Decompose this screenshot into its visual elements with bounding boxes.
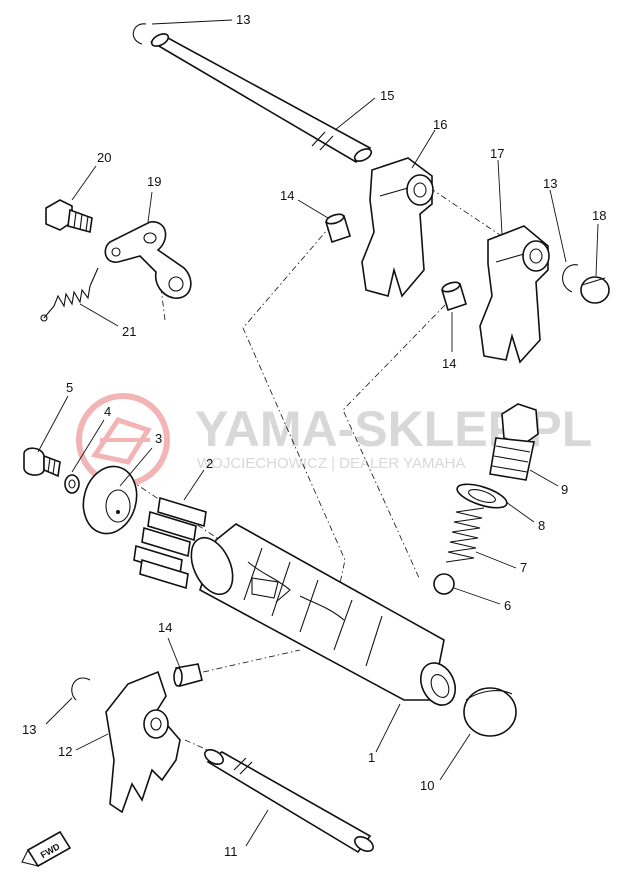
part-14-guide-pin-lower [173,663,203,687]
part-12-shift-fork [105,670,181,814]
part-6-ball [433,573,455,595]
part-14-guide-pin-upper [325,213,351,244]
part-13-circlip-top [132,23,147,45]
part-4-washer [64,474,80,494]
part-1-shift-drum [190,523,457,706]
callout-21: 21 [122,324,136,339]
part-9-plug-bolt [489,403,539,481]
part-19-stopper-lever [104,221,192,299]
part-20-bolt [45,199,93,234]
callout-1: 1 [368,750,375,765]
callout-12: 12 [58,744,72,759]
part-15-shift-fork-shaft [149,33,373,164]
part-3-segment-plate [82,465,138,535]
callout-13-top: 13 [236,12,250,27]
callout-2: 2 [206,456,213,471]
callout-10: 10 [420,778,434,793]
part-8-gasket [456,483,508,509]
callout-13-right: 13 [543,176,557,191]
part-21-spring [40,267,99,322]
callout-15: 15 [380,88,394,103]
callout-18: 18 [592,208,606,223]
part-10-plug [463,687,517,737]
part-7-spring [445,507,485,563]
part-11-shift-fork-shaft [204,748,374,854]
part-2-pins [133,496,207,590]
part-16-shift-fork [361,157,434,298]
callout-5: 5 [66,380,73,395]
callout-7: 7 [520,560,527,575]
leader-lines [37,19,599,847]
callout-17: 17 [490,146,504,161]
callout-3: 3 [155,431,162,446]
callout-16: 16 [433,117,447,132]
callout-11: 11 [224,844,238,859]
part-17-shift-fork [479,225,550,364]
callout-14-right: 14 [442,356,456,371]
part-13-circlip-lower [71,677,91,701]
part-18-plug [580,276,610,304]
callout-14-lower: 14 [158,620,172,635]
callout-13-lower: 13 [22,722,36,737]
callout-9: 9 [561,482,568,497]
callout-4: 4 [104,404,111,419]
part-5-screw [23,447,61,478]
callout-labels: 13 15 16 17 13 18 20 19 14 21 14 5 4 3 2… [22,12,606,859]
part-14-guide-pin-right [441,281,467,312]
watermark-subtitle: WOJCIECHOWICZ | DEALER YAMAHA [197,455,465,472]
callout-6: 6 [504,598,511,613]
callout-19: 19 [147,174,161,189]
callout-8: 8 [538,518,545,533]
callout-20: 20 [97,150,111,165]
callout-14-upper: 14 [280,188,294,203]
fwd-direction-arrow: FWD [21,830,72,868]
part-13-circlip-right [562,264,579,293]
